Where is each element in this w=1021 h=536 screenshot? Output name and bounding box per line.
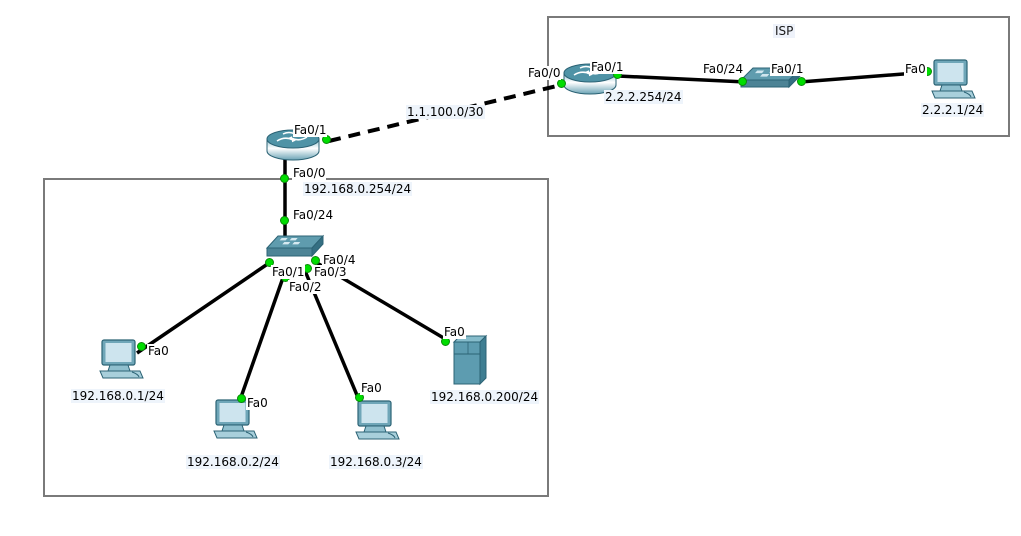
port-pc3-fa0: Fa0 <box>360 381 383 395</box>
port-pc2-fa0: Fa0 <box>246 396 269 410</box>
ip-label-edge-router: 192.168.0.254/24 <box>303 182 413 196</box>
ip-label-isp-pc: 2.2.2.1/24 <box>921 103 985 117</box>
status-dot-lan-switch-fa04 <box>311 256 320 265</box>
device-lan-switch[interactable] <box>265 234 325 262</box>
link-switch-pc1[interactable] <box>136 259 273 355</box>
port-edge-router-fa01: Fa0/1 <box>293 123 328 137</box>
status-dot-pc2-fa0 <box>237 394 246 403</box>
device-pc1[interactable] <box>96 338 146 382</box>
port-server-fa0: Fa0 <box>443 325 466 339</box>
ip-label-pc1: 192.168.0.1/24 <box>71 389 165 403</box>
port-lan-switch-fa01: Fa0/1 <box>271 265 306 279</box>
status-dot-isp-router-fa00 <box>557 79 566 88</box>
status-dot-pc1-fa0 <box>137 342 146 351</box>
port-isp-pc-fa0: Fa0 <box>904 62 927 76</box>
isp-group-title: ISP <box>773 24 796 38</box>
status-dot-edge-router-fa00 <box>280 174 289 183</box>
status-dot-isp-switch-fa024 <box>738 77 747 86</box>
device-pc2[interactable] <box>210 398 260 442</box>
port-lan-switch-fa024: Fa0/24 <box>292 208 335 222</box>
port-lan-switch-fa02: Fa0/2 <box>288 280 323 294</box>
status-dot-lan-switch-fa024 <box>280 216 289 225</box>
port-lan-switch-fa04: Fa0/4 <box>322 253 357 267</box>
device-server[interactable] <box>450 334 492 388</box>
port-isp-switch-fa01: Fa0/1 <box>770 62 805 76</box>
status-dot-pc3-fa0 <box>355 393 364 402</box>
ip-label-isp-router: 2.2.2.254/24 <box>604 90 683 104</box>
status-dot-isp-switch-fa01 <box>797 77 806 86</box>
ip-label-wan-link: 1.1.100.0/30 <box>406 105 485 119</box>
ip-label-pc2: 192.168.0.2/24 <box>186 455 280 469</box>
device-pc3[interactable] <box>352 399 402 443</box>
port-edge-router-fa00: Fa0/0 <box>292 166 327 180</box>
device-edge-router[interactable] <box>265 128 321 162</box>
link-switch-pc2[interactable] <box>238 271 287 401</box>
port-isp-router-fa01: Fa0/1 <box>590 60 625 74</box>
status-dot-lan-switch-fa01 <box>265 258 274 267</box>
port-lan-switch-fa03: Fa0/3 <box>313 265 348 279</box>
ip-label-server: 192.168.0.200/24 <box>430 390 540 404</box>
port-isp-router-fa00: Fa0/0 <box>527 66 562 80</box>
device-isp-pc[interactable] <box>928 58 978 102</box>
ip-label-pc3: 192.168.0.3/24 <box>329 455 423 469</box>
port-pc1-fa0: Fa0 <box>147 344 170 358</box>
link-isp-router-switch[interactable] <box>617 74 747 84</box>
port-isp-switch-fa024: Fa0/24 <box>702 62 745 76</box>
